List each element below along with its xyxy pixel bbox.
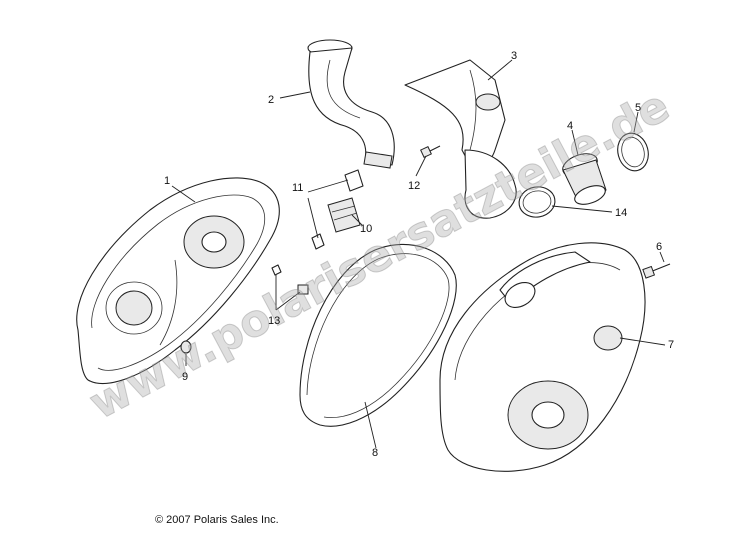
callout-7: 7 xyxy=(668,339,674,351)
outer-intake-boot xyxy=(404,59,517,219)
inner-clutch-cover xyxy=(76,177,280,384)
callout-9: 9 xyxy=(182,371,188,383)
callout-5: 5 xyxy=(635,102,641,114)
callout-11: 11 xyxy=(292,182,303,194)
screw-6 xyxy=(642,263,671,279)
bolt-12 xyxy=(420,145,441,158)
callout-8: 8 xyxy=(372,447,378,459)
callout-10: 10 xyxy=(360,223,372,235)
drive-belt xyxy=(299,243,457,427)
callout-13: 13 xyxy=(268,315,280,327)
intake-duct xyxy=(307,39,395,169)
callout-12: 12 xyxy=(408,180,420,192)
clip-13 xyxy=(271,264,309,295)
hose-clamp-14 xyxy=(518,186,556,218)
callout-4: 4 xyxy=(567,120,573,132)
callout-3: 3 xyxy=(511,50,517,62)
duct-collar xyxy=(562,153,607,205)
plug-9 xyxy=(180,340,192,354)
drain-plug-11 xyxy=(311,169,364,250)
callout-1: 1 xyxy=(164,175,170,187)
callout-14: 14 xyxy=(615,207,627,219)
callout-2: 2 xyxy=(268,94,274,106)
filter-element-10 xyxy=(327,197,361,233)
callout-6: 6 xyxy=(656,241,662,253)
outer-clutch-cover xyxy=(439,242,646,472)
hose-clamp-5 xyxy=(617,132,649,172)
leader-lines xyxy=(171,59,666,449)
copyright-notice: © 2007 Polaris Sales Inc. xyxy=(155,514,279,526)
